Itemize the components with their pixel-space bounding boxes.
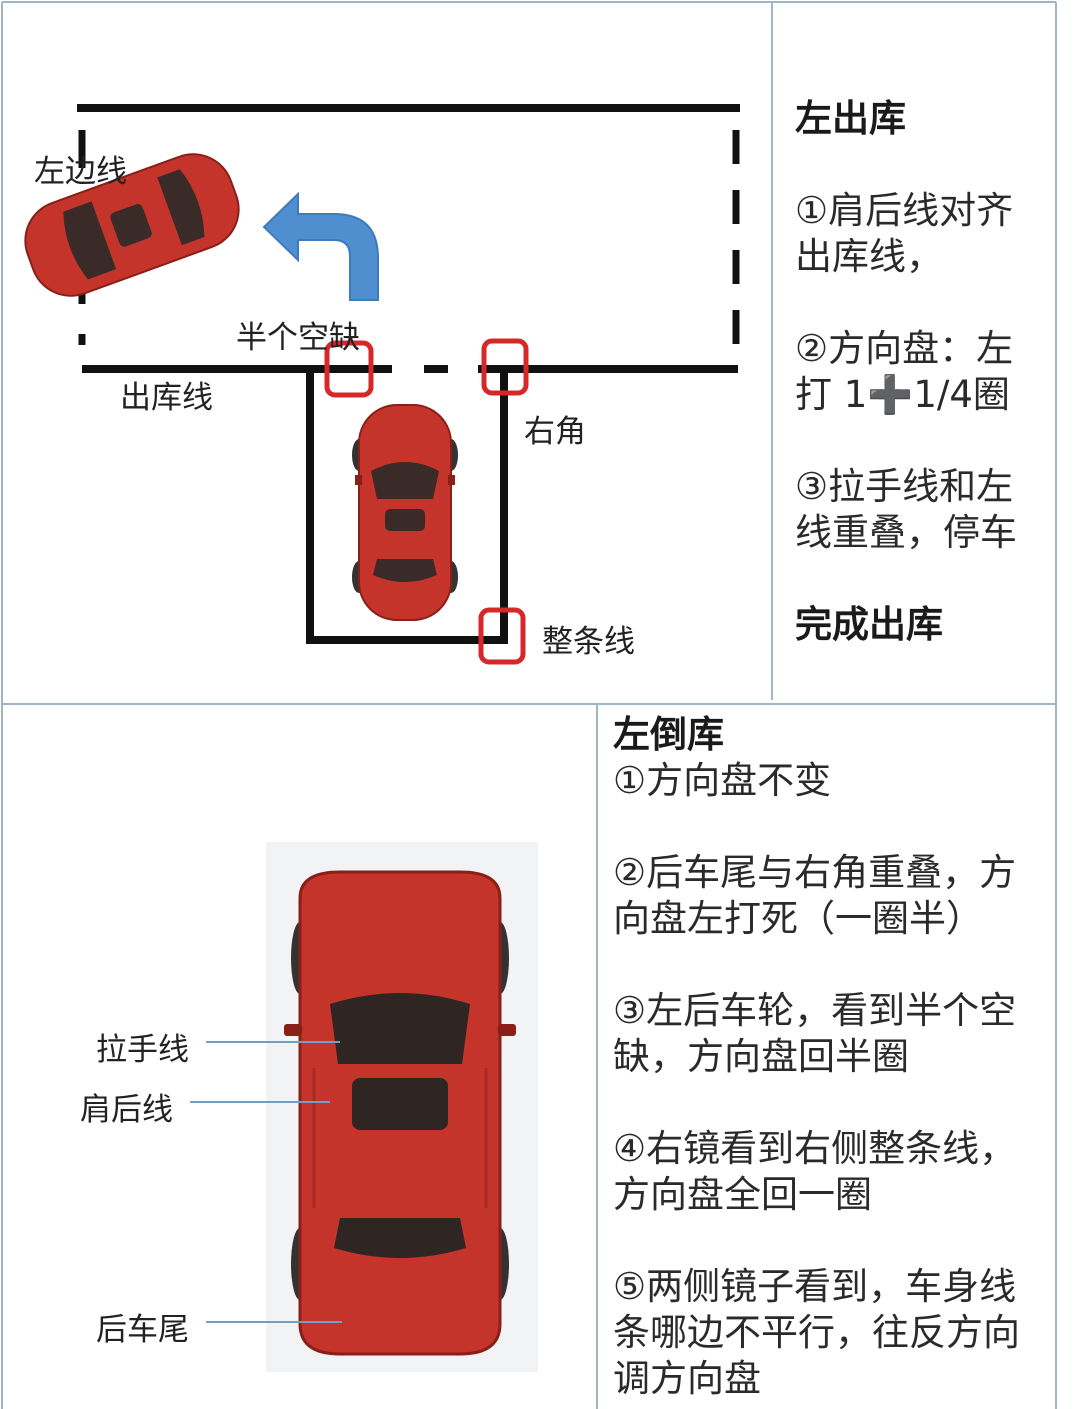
left-exit-title: 左出库 — [795, 97, 906, 140]
left-exit-step-2b: 打 1➕1/4圈 — [795, 373, 1010, 416]
left-reverse-step-2a: ②后车尾与右角重叠，方 — [613, 851, 1017, 894]
marker-whole-line — [478, 607, 526, 665]
left-exit-step-1a: ①肩后线对齐 — [795, 189, 1014, 232]
left-exit-step-3b: 线重叠，停车 — [795, 511, 1017, 554]
left-exit-step-2a: ②方向盘：左 — [795, 327, 1014, 370]
left-reverse-step-2b: 向盘左打死（一圈半） — [613, 897, 983, 940]
label-shoulder-line: 肩后线 — [80, 1092, 173, 1128]
label-rear-tail: 后车尾 — [96, 1312, 189, 1348]
left-reverse-step-1: ①方向盘不变 — [613, 759, 832, 802]
left-reverse-step-5b: 条哪边不平行，往反方向 — [613, 1311, 1020, 1354]
left-exit-step-3a: ③拉手线和左 — [795, 465, 1014, 508]
marker-right-corner — [481, 338, 529, 396]
left-exit-step-1b: 出库线， — [795, 235, 943, 278]
left-reverse-step-5a: ⑤两侧镜子看到，车身线 — [613, 1265, 1017, 1308]
left-reverse-step-3a: ③左后车轮，看到半个空 — [613, 989, 1017, 1032]
left-reverse-step-4b: 方向盘全回一圈 — [613, 1173, 872, 1216]
garage-box — [306, 369, 508, 644]
left-reverse-instructions: 左倒库 ①方向盘不变 ②后车尾与右角重叠，方 向盘左打死（一圈半） ③左后车轮，… — [613, 712, 1020, 1402]
marker-half-gap — [324, 340, 374, 398]
left-reverse-step-3b: 缺，方向盘回半圈 — [613, 1035, 909, 1078]
label-left-edge-line: 左边线 — [34, 154, 127, 190]
left-exit-instructions: 左出库 ①肩后线对齐 出库线， ②方向盘：左 打 1➕1/4圈 ③拉手线和左 线… — [795, 96, 1017, 648]
parking-diagram — [24, 104, 740, 665]
car-topview — [190, 842, 538, 1372]
turn-arrow — [262, 191, 379, 301]
label-whole-line: 整条线 — [542, 624, 635, 660]
left-reverse-step-4a: ④右镜看到右侧整条线， — [613, 1127, 1017, 1170]
parked-car — [352, 404, 458, 621]
left-exit-done: 完成出库 — [795, 603, 943, 646]
label-exit-line: 出库线 — [120, 380, 213, 416]
left-reverse-title: 左倒库 — [613, 713, 724, 756]
left-reverse-step-5c: 调方向盘 — [613, 1357, 761, 1400]
label-right-corner: 右角 — [524, 414, 586, 450]
label-handle-line: 拉手线 — [96, 1032, 189, 1068]
exiting-car — [24, 153, 240, 297]
label-half-gap: 半个空缺 — [236, 320, 360, 356]
